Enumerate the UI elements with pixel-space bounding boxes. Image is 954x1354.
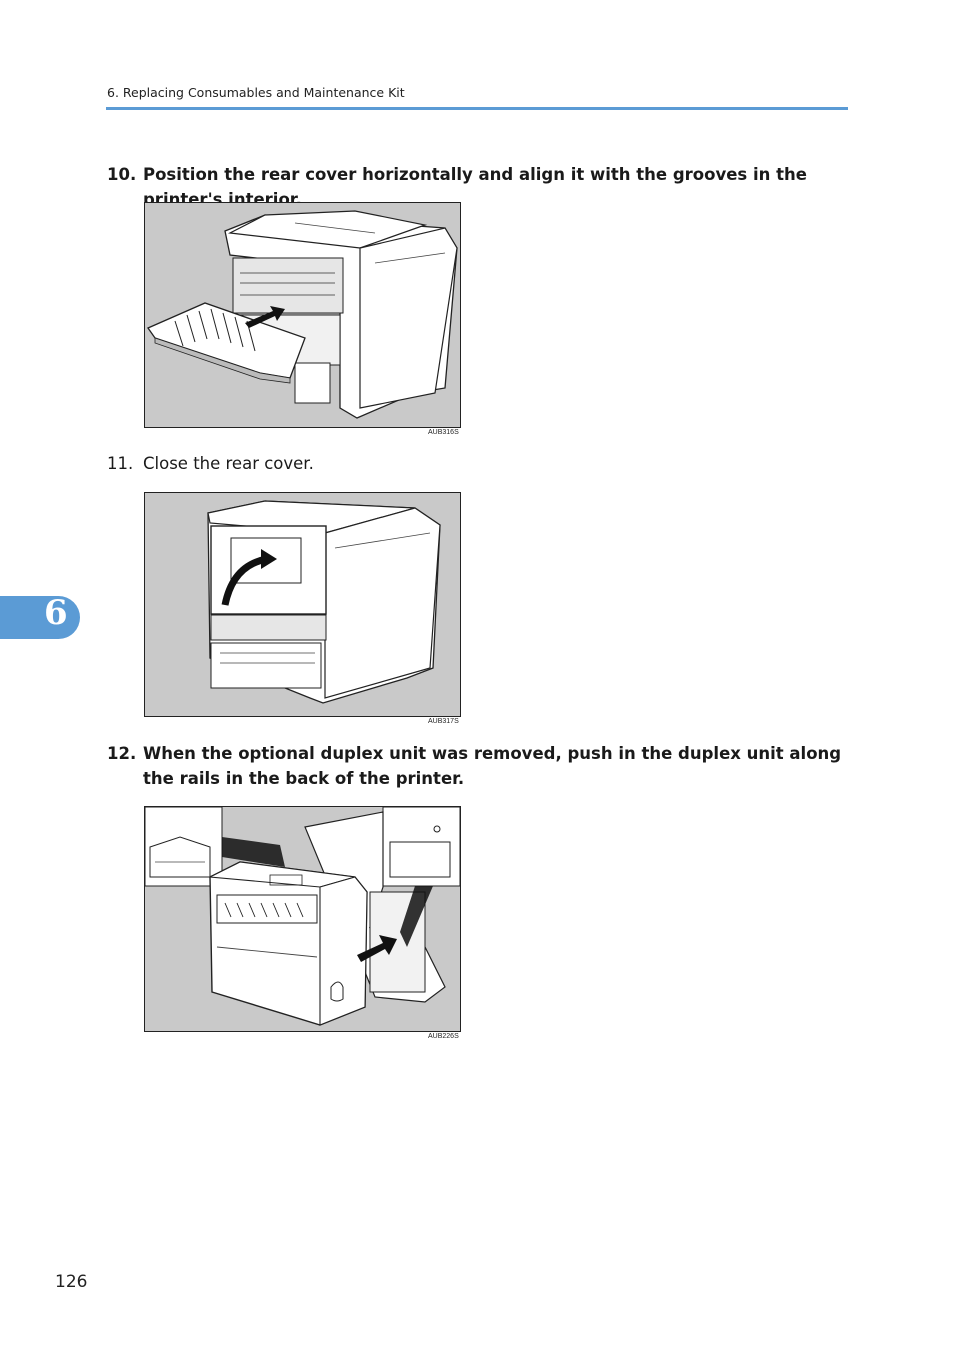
printer-illustration: [147, 210, 458, 419]
figure-code: AUB317S: [428, 718, 459, 725]
step-number: 10.: [107, 165, 137, 184]
printer-illustration: [207, 500, 441, 704]
chapter-number: 6: [44, 593, 68, 633]
running-header: 6. Replacing Consumables and Maintenance…: [107, 85, 405, 100]
chapter-tab: [0, 596, 80, 639]
duplex-illustration: [145, 807, 460, 1026]
figure-code: AUB226S: [428, 1033, 459, 1040]
figure-insert-duplex-unit: [144, 806, 461, 1032]
page-number: 126: [55, 1272, 88, 1292]
step-text: Close the rear cover.: [143, 454, 314, 473]
step-text: When the optional duplex unit was remove…: [143, 744, 842, 788]
figure-code: AUB316S: [428, 429, 459, 436]
header-rule: [106, 107, 848, 110]
step-number: 12.: [107, 744, 137, 763]
figure-close-rear-cover: [144, 492, 461, 717]
step-number: 11.: [107, 454, 134, 473]
figure-open-rear-cover: [144, 202, 461, 428]
